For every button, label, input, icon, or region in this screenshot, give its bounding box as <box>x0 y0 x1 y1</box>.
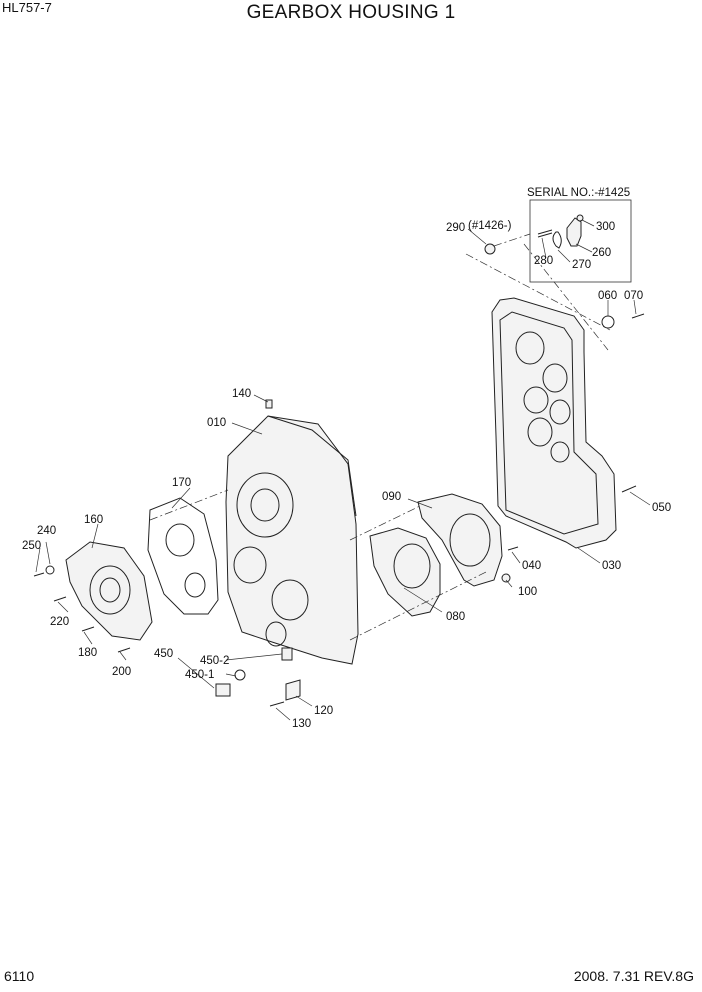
part-220-bolt <box>53 596 67 602</box>
label-450: 450 <box>154 648 173 660</box>
model-code: HL757-7 <box>2 0 52 15</box>
leader-lines <box>35 219 651 721</box>
label-280: 280 <box>534 255 553 267</box>
part-030-housing-cover <box>491 297 617 549</box>
note-290-serial: (#1426-) <box>468 220 512 232</box>
label-070: 070 <box>624 290 643 302</box>
label-090: 090 <box>382 491 401 503</box>
revision-date: 2008. 7.31 REV.8G <box>573 968 694 984</box>
label-170: 170 <box>172 477 191 489</box>
label-080: 080 <box>446 611 465 623</box>
label-450-2: 450-2 <box>200 655 229 667</box>
label-240: 240 <box>37 525 56 537</box>
page-number: 6110 <box>4 968 35 984</box>
part-050-bolt <box>621 485 637 493</box>
part-290-nut <box>484 243 496 255</box>
part-270-pin <box>552 231 562 249</box>
label-130: 130 <box>292 718 311 730</box>
label-180: 180 <box>78 647 97 659</box>
part-060-washer <box>601 315 615 329</box>
part-240-washer <box>45 565 55 575</box>
serial-inset-title: SERIAL NO.:-#1425 <box>527 187 630 199</box>
part-250-bolt <box>33 572 45 577</box>
part-280-bolt <box>537 229 553 238</box>
part-180-bolt <box>81 626 95 632</box>
part-070-bolt <box>631 313 645 319</box>
part-labels: 140 010 170 160 240 250 220 180 200 450 … <box>22 220 671 730</box>
part-040-pin <box>507 546 519 551</box>
part-170-gasket <box>147 497 219 615</box>
part-260-clip <box>566 217 582 247</box>
part-100-plug <box>501 573 511 583</box>
label-290: 290 <box>446 222 465 234</box>
label-270: 270 <box>572 259 591 271</box>
part-080-cover <box>369 527 441 617</box>
part-450-plug <box>215 683 231 697</box>
label-300: 300 <box>596 221 615 233</box>
label-100: 100 <box>518 586 537 598</box>
label-140: 140 <box>232 388 251 400</box>
label-050: 050 <box>652 502 671 514</box>
label-250: 250 <box>22 540 41 552</box>
part-450-1-ring <box>234 669 246 681</box>
part-160-flange-cover <box>65 541 153 641</box>
small-fasteners <box>33 243 645 707</box>
label-040: 040 <box>522 560 541 572</box>
part-450-2-ring <box>281 647 293 661</box>
part-200-bolt <box>117 647 131 653</box>
part-010-gearbox-housing <box>225 415 359 665</box>
label-450-1: 450-1 <box>185 669 214 681</box>
label-220: 220 <box>50 616 69 628</box>
part-130-bolt <box>269 701 285 707</box>
label-060: 060 <box>598 290 617 302</box>
label-160: 160 <box>84 514 103 526</box>
label-200: 200 <box>112 666 131 678</box>
label-030: 030 <box>602 560 621 572</box>
part-140-plug <box>265 399 273 409</box>
label-260: 260 <box>592 247 611 259</box>
label-010: 010 <box>207 417 226 429</box>
page-title: GEARBOX HOUSING 1 <box>246 2 456 23</box>
part-300-nut <box>576 214 584 222</box>
part-120-cover <box>285 679 301 701</box>
part-090-cover <box>417 493 503 587</box>
label-120: 120 <box>314 705 333 717</box>
serial-inset: SERIAL NO.:-#1425 <box>527 187 632 283</box>
